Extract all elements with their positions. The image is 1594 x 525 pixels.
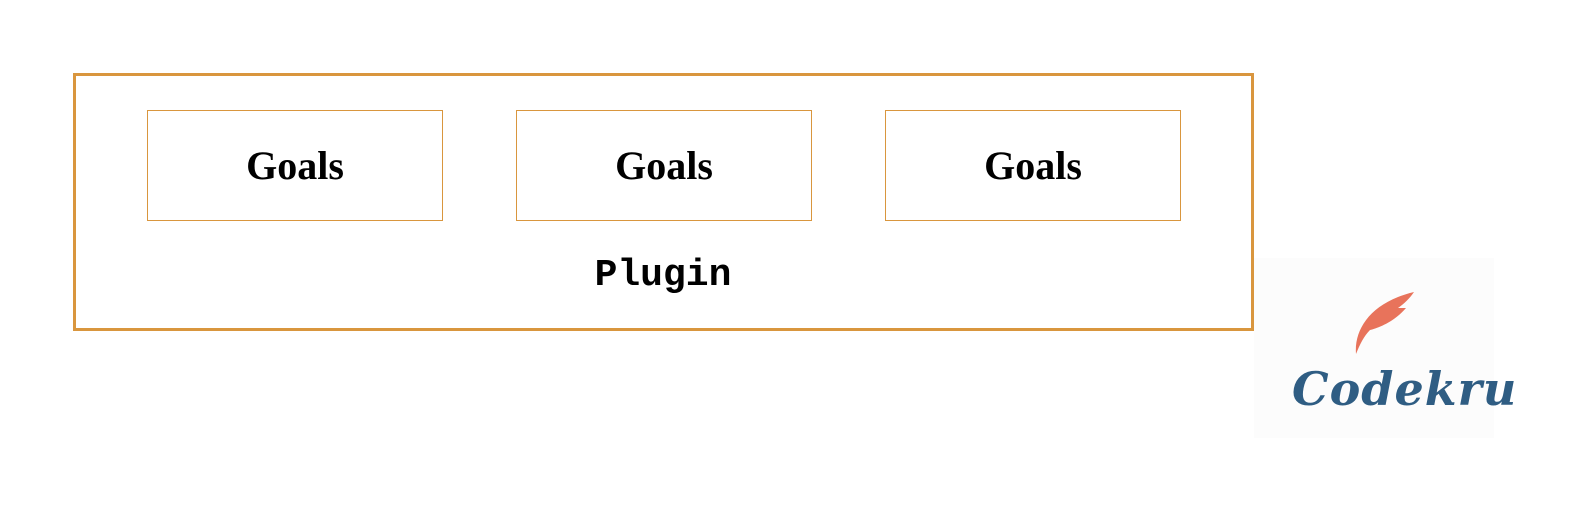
plugin-label: Plugin <box>594 254 732 297</box>
goal-label: Goals <box>615 143 713 188</box>
goal-label: Goals <box>984 143 1082 188</box>
logo-text: Codekru <box>1292 362 1518 416</box>
goal-label: Goals <box>246 143 344 188</box>
codekru-logo: Codekru <box>1254 258 1518 438</box>
plugin-container <box>73 73 1254 331</box>
goal-box: Goals <box>885 110 1181 221</box>
feather-icon <box>1355 292 1414 354</box>
goal-box: Goals <box>147 110 443 221</box>
goal-box: Goals <box>516 110 812 221</box>
